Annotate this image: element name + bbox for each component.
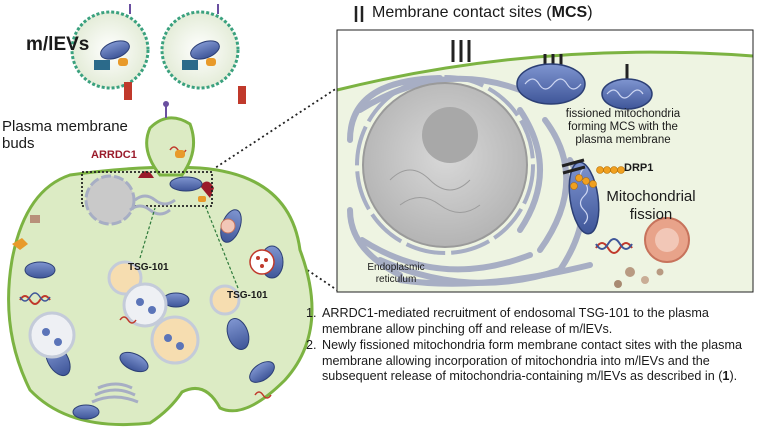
fission-mcs — [561, 158, 586, 175]
nucleus-zoom — [355, 75, 535, 255]
er-label: Endoplasmic reticulum — [367, 262, 425, 285]
step-text: Newly fissioned mitochondria form membra… — [322, 338, 742, 384]
ev-right — [160, 4, 246, 104]
fissioned-mito-label: fissioned mitochondria forming MCS with … — [565, 108, 681, 146]
cell — [7, 101, 314, 427]
drp1-label: DRP1 — [624, 162, 654, 174]
step-ref: 1 — [722, 369, 730, 384]
cell-exterior — [12, 215, 275, 275]
mlevs-label: m/lEVs — [26, 34, 90, 55]
mcs-symbol — [354, 6, 364, 22]
ev-left — [70, 4, 150, 100]
step-text: ARRDC1-mediated recruitment of endosomal… — [322, 306, 709, 336]
tsg101-label-right: TSG-101 — [227, 290, 268, 301]
zoom-extras — [595, 217, 690, 288]
tsg101-leaders — [139, 204, 239, 289]
steps-list: 1. ARRDC1-mediated recruitment of endosom… — [306, 306, 756, 386]
mitochondria-zoom — [516, 63, 653, 235]
step-2: 2. Newly fissioned mitochondria form memb… — [306, 338, 756, 385]
drp1-beads — [570, 166, 625, 190]
step-number: 1. — [306, 306, 317, 320]
plasma-membrane-buds-label: Plasma membrane buds — [2, 118, 128, 152]
step-end: ). — [729, 369, 738, 384]
step-number: 2. — [306, 338, 317, 353]
mcs-title: Membrane contact sites (MCS) — [372, 4, 593, 21]
tsg101-label-left: TSG-101 — [128, 262, 169, 273]
step-1: 1. ARRDC1-mediated recruitment of endosom… — [306, 306, 756, 337]
mito-fission-label: Mitochondrial fission — [606, 188, 696, 223]
arrdc1-label: ARRDC1 — [91, 149, 137, 161]
